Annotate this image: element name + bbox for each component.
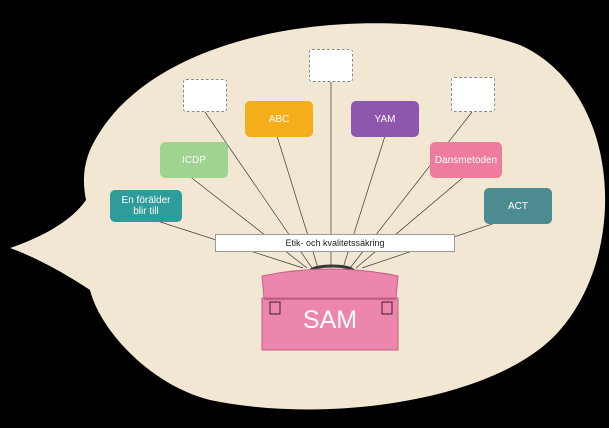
box-abc: ABC (245, 101, 313, 137)
speech-bubble (10, 23, 606, 410)
box-dansmetoden: Dansmetoden (430, 142, 502, 178)
empty-box-top (309, 49, 353, 82)
box-act: ACT (484, 188, 552, 224)
box-icdp-label: ICDP (182, 154, 206, 166)
box-abc-label: ABC (268, 113, 290, 125)
ethics-quality-bar: Etik- och kvalitetssäkring (215, 234, 455, 252)
toolbox (261, 264, 399, 351)
empty-box-left (183, 79, 227, 112)
box-icdp: ICDP (160, 142, 228, 178)
ethics-quality-label: Etik- och kvalitetssäkring (285, 238, 385, 248)
right-latch (381, 301, 393, 315)
box-en-forelder: En förälder blir till (110, 190, 182, 222)
box-yam: YAM (351, 101, 419, 137)
box-act-label: ACT (508, 200, 528, 212)
empty-box-right (451, 77, 495, 112)
toolbox-label: SAM (302, 306, 358, 334)
left-latch (269, 301, 281, 315)
box-yam-label: YAM (374, 113, 396, 125)
box-en-forelder-label: En förälder blir till (121, 195, 171, 217)
box-dansmetoden-label: Dansmetoden (434, 154, 498, 166)
